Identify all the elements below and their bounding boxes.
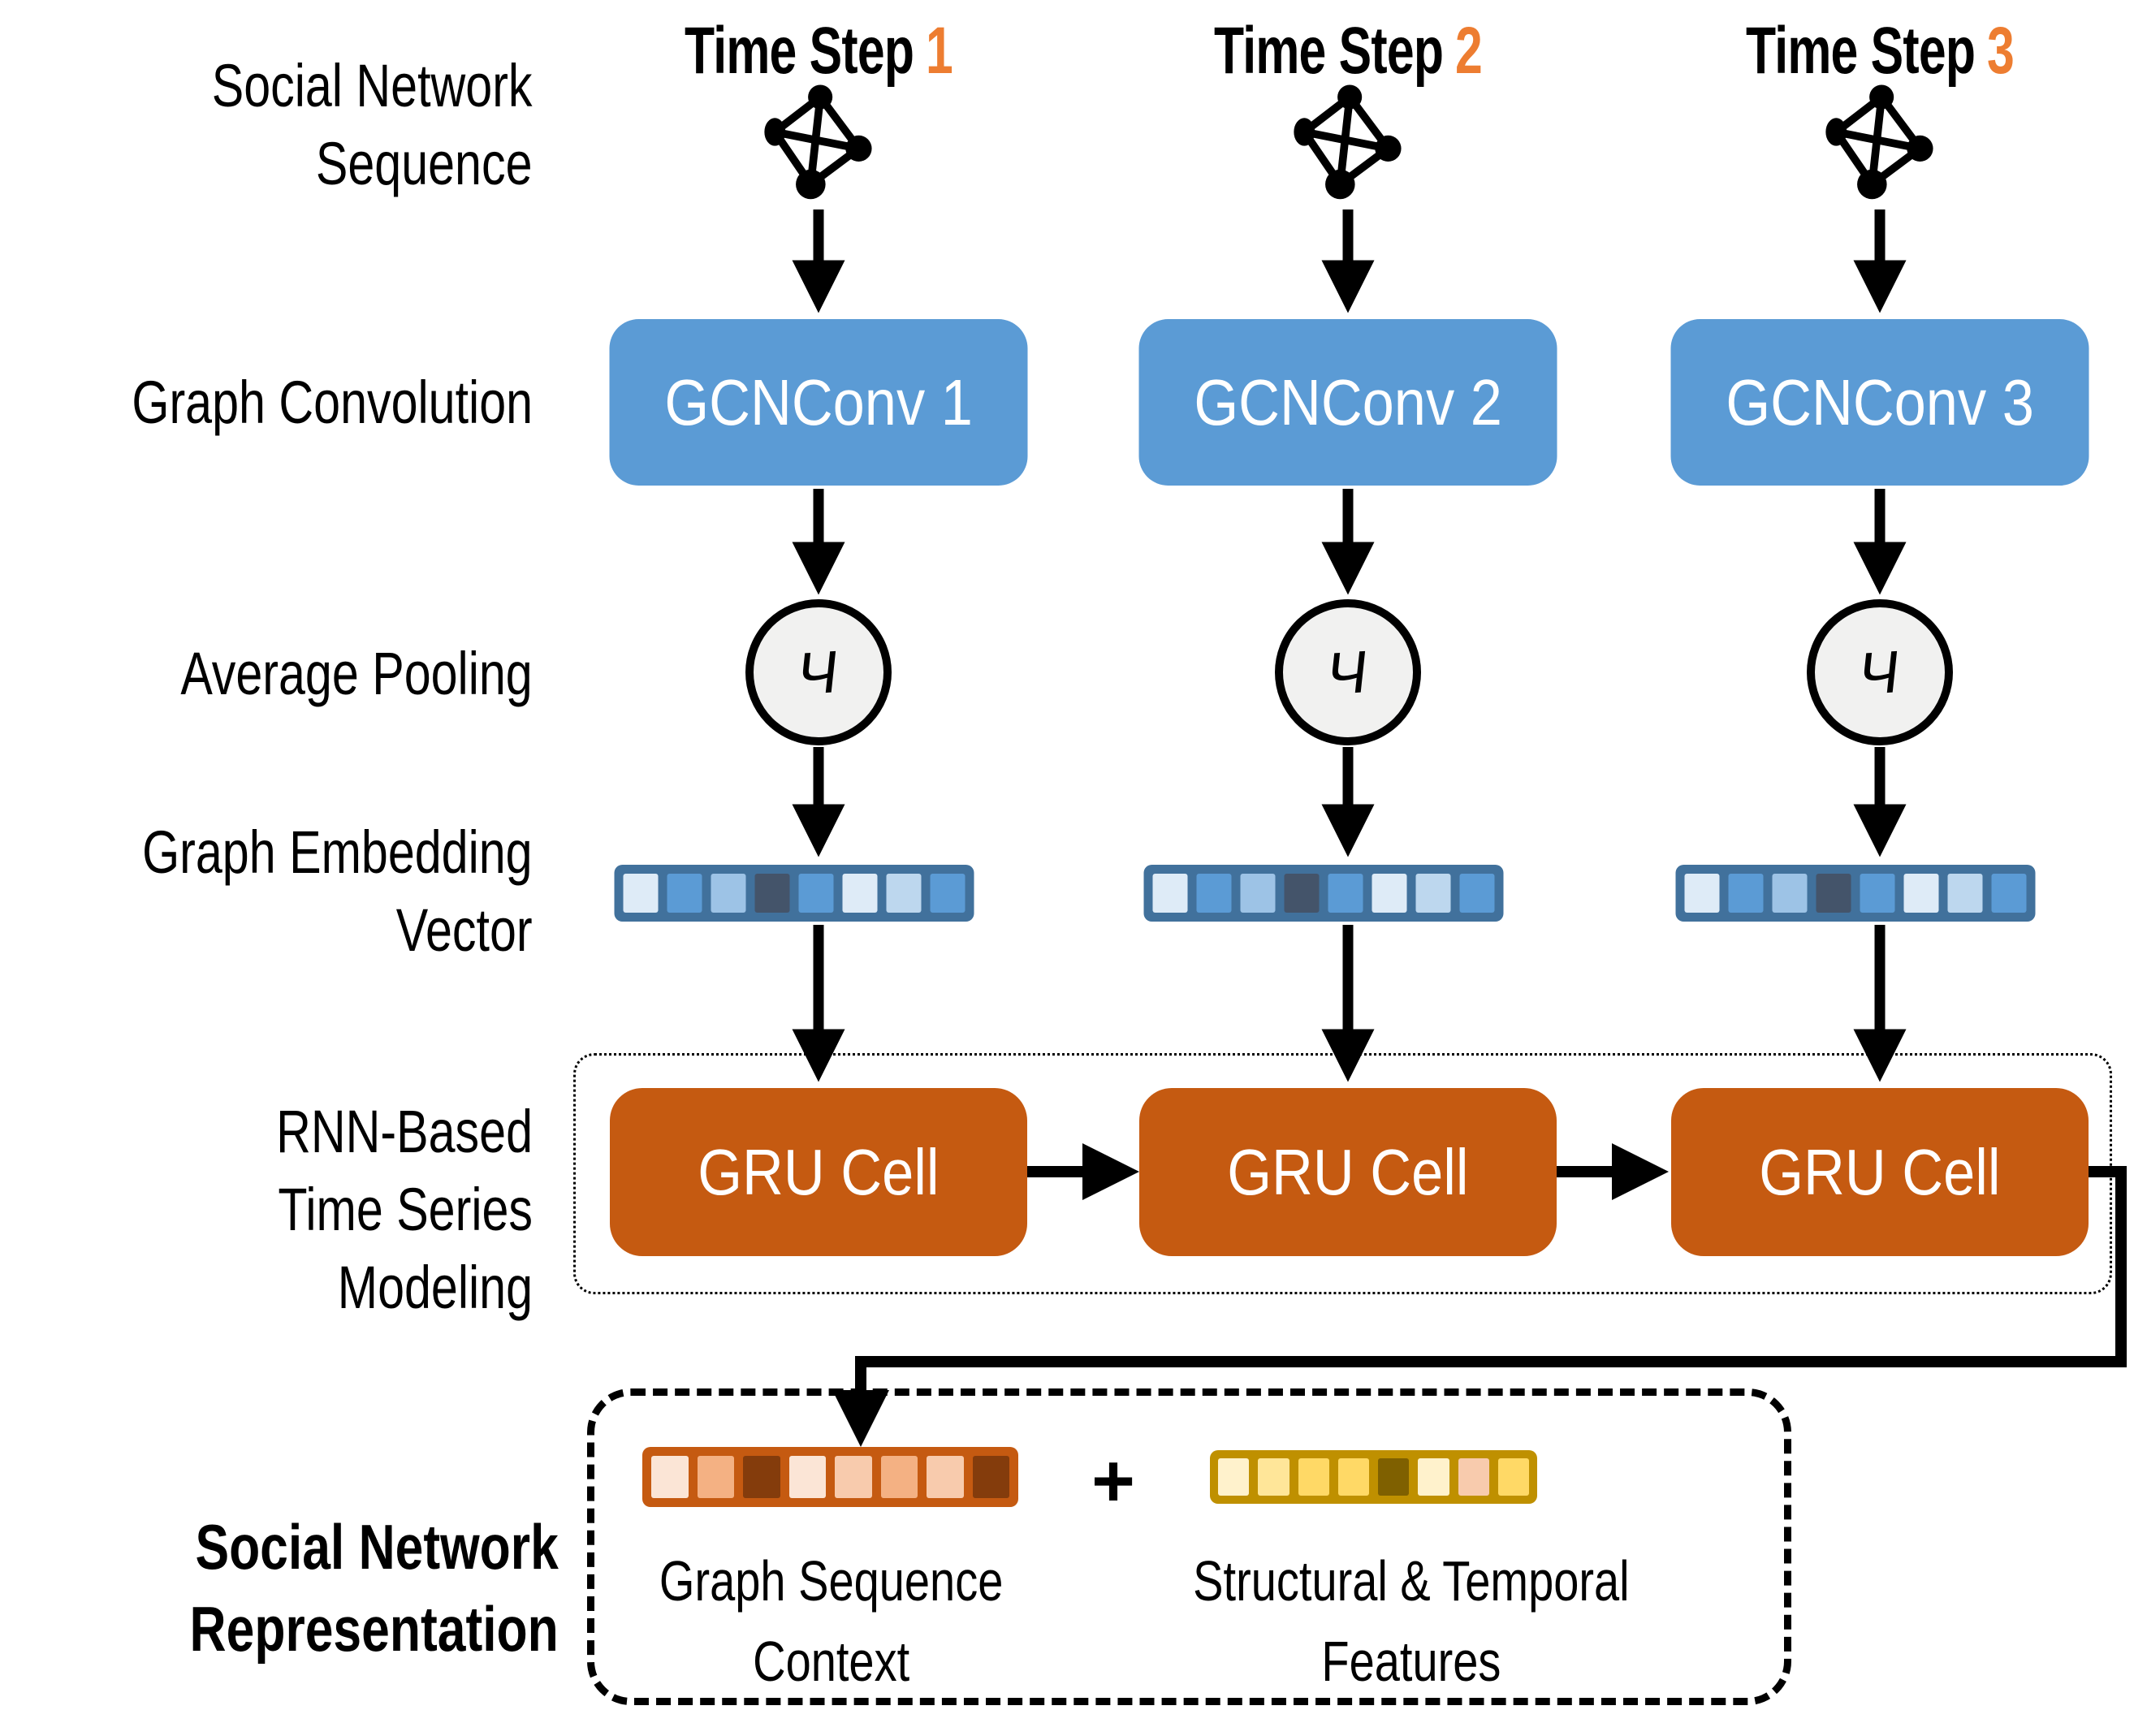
graph-sequence-context-vector: [642, 1447, 1018, 1507]
label-graph-convolution: Graph Convolution: [132, 369, 533, 436]
vector-cell: [697, 1456, 734, 1498]
average-pooling-node: Ч: [1275, 599, 1421, 745]
vector-cell: [1418, 1458, 1449, 1496]
vector-cell: [927, 1456, 964, 1498]
label-average-pooling: Average Pooling: [180, 640, 533, 707]
structural-temporal-features-vector: [1210, 1450, 1537, 1504]
vector-cell: [743, 1456, 780, 1498]
social-graph-icon: [764, 84, 872, 200]
vector-cell: [1378, 1458, 1410, 1496]
caption-structural-temporal-features: Structural & Temporal Features: [1193, 1549, 1630, 1694]
gcnconv-box-1: GCNConv 1: [609, 319, 1028, 486]
vector-cell: [1372, 874, 1407, 913]
vector-cell: [1497, 1458, 1529, 1496]
plus-sign: +: [1091, 1440, 1135, 1522]
gru-cell-1: GRU Cell: [610, 1088, 1027, 1256]
vector-cell: [1459, 874, 1495, 913]
vector-cell: [842, 874, 878, 913]
label-social-network-representation: Social Network Representation: [189, 1511, 559, 1665]
vector-cell: [1458, 1458, 1489, 1496]
vector-cell: [880, 1456, 918, 1498]
graph-embedding-vector: [614, 865, 974, 922]
gru-cell-3: GRU Cell: [1671, 1088, 2089, 1256]
gru-cell-2: GRU Cell: [1139, 1088, 1557, 1256]
vector-cell: [1903, 874, 1939, 913]
vector-cell: [1218, 1458, 1250, 1496]
vector-cell: [798, 874, 834, 913]
vector-cell: [886, 874, 922, 913]
social-graph-icon: [1294, 84, 1402, 200]
vector-cell: [1860, 874, 1895, 913]
label-social-network-sequence: Social Network Sequence: [212, 52, 533, 198]
vector-cell: [972, 1456, 1009, 1498]
vector-cell: [1240, 874, 1276, 913]
vector-cell: [1152, 874, 1188, 913]
vector-cell: [1728, 874, 1764, 913]
vector-cell: [1684, 874, 1720, 913]
vector-cell: [930, 874, 965, 913]
label-rnn-time-series: RNN-Based Time Series Modeling: [276, 1098, 533, 1322]
vector-cell: [1328, 874, 1363, 913]
label-graph-embedding-vector: Graph Embedding Vector: [142, 818, 533, 965]
vector-cell: [1415, 874, 1451, 913]
vector-cell: [1991, 874, 2027, 913]
vector-cell: [1816, 874, 1851, 913]
caption-graph-sequence-context: Graph Sequence Context: [659, 1549, 1004, 1694]
average-pooling-node: Ч: [1807, 599, 1953, 745]
vector-cell: [1337, 1458, 1369, 1496]
vector-cell: [788, 1456, 826, 1498]
vector-cell: [1947, 874, 1983, 913]
gcnconv-box-2: GCNConv 2: [1138, 319, 1557, 486]
vector-cell: [1298, 1458, 1329, 1496]
vector-cell: [1196, 874, 1232, 913]
vector-cell: [651, 1456, 689, 1498]
vector-cell: [1772, 874, 1808, 913]
graph-embedding-vector: [1675, 865, 2036, 922]
vector-cell: [1284, 874, 1320, 913]
average-pooling-node: Ч: [745, 599, 892, 745]
graph-embedding-vector: [1143, 865, 1504, 922]
vector-cell: [1258, 1458, 1289, 1496]
vector-cell: [754, 874, 790, 913]
vector-cell: [623, 874, 659, 913]
social-graph-icon: [1825, 84, 1933, 200]
gcnconv-box-3: GCNConv 3: [1670, 319, 2089, 486]
vector-cell: [667, 874, 702, 913]
vector-cell: [711, 874, 746, 913]
vector-cell: [835, 1456, 872, 1498]
